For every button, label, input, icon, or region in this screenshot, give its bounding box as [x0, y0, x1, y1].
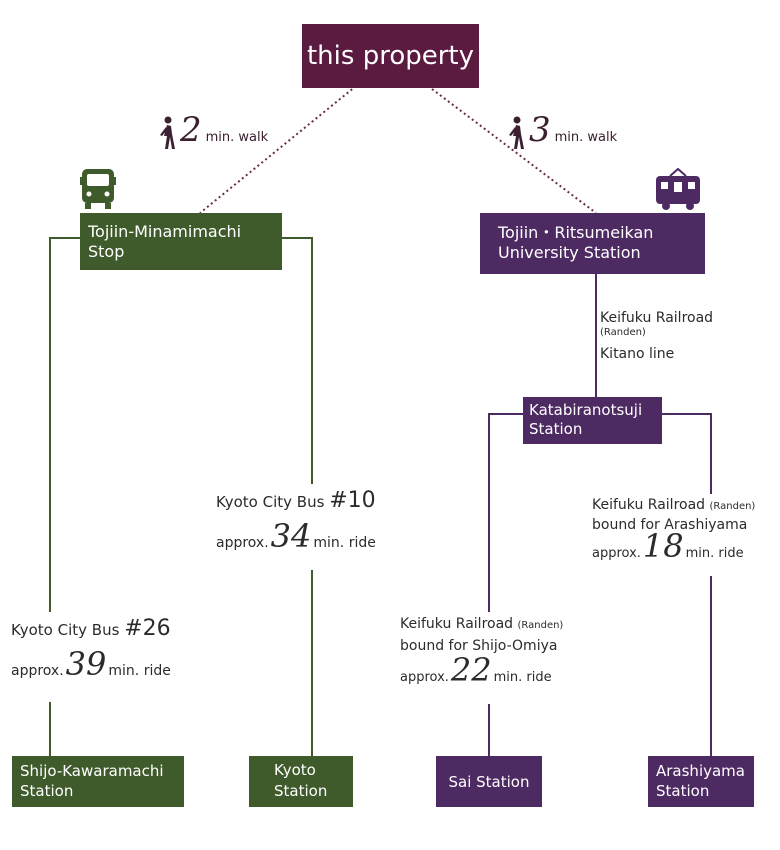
shijo-omiya-route-name: Keifuku Railroad	[400, 616, 514, 632]
shijo-kawaramachi-line2: Station	[20, 782, 74, 800]
shijo-kawaramachi-box: Shijo-Kawaramachi Station	[12, 756, 184, 807]
bus10-number: #10	[329, 488, 376, 513]
walking-person-icon	[160, 116, 175, 149]
arashiyama-route-paren: (Randen)	[709, 501, 756, 512]
kitano-line-label: Keifuku Railroad (Randen) Kitano line	[600, 309, 714, 363]
bus26-name: Kyoto City Bus	[11, 621, 125, 639]
bus10-minutes: 34	[270, 517, 312, 555]
shijo-omiya-line	[488, 413, 523, 756]
walking-person-icon	[509, 116, 524, 149]
katabiranotsuji-line2: Station	[529, 420, 583, 438]
bus-icon	[80, 169, 116, 209]
walk-line-left	[199, 85, 357, 214]
arashiyama-station-box: Arashiyama Station	[648, 756, 754, 807]
shijo-omiya-route-minutes: 22	[450, 651, 492, 689]
origin-box: this property	[302, 24, 479, 88]
sai-station-box: Sai Station	[436, 756, 542, 807]
kitano-paren: (Randen)	[600, 327, 646, 338]
bus-stop-line2: Stop	[88, 242, 125, 261]
kyoto-station-box: Kyoto Station	[249, 756, 353, 807]
kitano-line-name: Kitano line	[600, 346, 675, 362]
train-station-line2: University Station	[498, 243, 641, 262]
train-station-line1: Tojiin・Ritsumeikan	[498, 223, 654, 242]
walk-left: 2 min. walk	[158, 110, 268, 150]
walk-left-unit: min. walk	[205, 130, 269, 145]
arashiyama-route-prefix: approx.	[592, 546, 641, 561]
walk-left-minutes: 2	[180, 110, 202, 150]
bus10-suffix: min. ride	[313, 535, 376, 551]
bus-stop-box: Tojiin-Minamimachi Stop	[80, 213, 282, 270]
walk-right: 3 min. walk	[507, 110, 617, 150]
bus-stop-line1: Tojiin-Minamimachi	[88, 222, 242, 241]
arashiyama-route-minutes: 18	[642, 527, 684, 565]
arashiyama-route-bound: bound for Arashiyama	[592, 517, 748, 533]
walk-line-right	[427, 85, 597, 214]
arashiyama-station-line1: Arashiyama	[656, 762, 745, 780]
bus26-suffix: min. ride	[108, 663, 171, 679]
kyoto-station-line2: Station	[274, 782, 328, 800]
shijo-omiya-route-paren: (Randen)	[517, 620, 564, 631]
arashiyama-route-label: Keifuku Railroad (Randen) bound for Aras…	[588, 494, 773, 576]
kyoto-station-line1: Kyoto	[274, 761, 316, 779]
katabiranotsuji-box: Katabiranotsuji Station	[523, 397, 662, 444]
bus10-name: Kyoto City Bus	[216, 493, 330, 511]
arashiyama-route-name: Keifuku Railroad	[592, 497, 706, 513]
bus26-line	[49, 237, 80, 756]
bus26-number: #26	[124, 616, 171, 641]
sai-station-line1: Sai Station	[448, 772, 530, 791]
shijo-omiya-route-label: Keifuku Railroad (Randen) bound for Shij…	[396, 612, 584, 704]
shijo-omiya-route-suffix: min. ride	[493, 670, 552, 685]
bus10-prefix: approx.	[216, 535, 269, 551]
katabiranotsuji-line1: Katabiranotsuji	[529, 401, 643, 419]
arashiyama-station-line2: Station	[656, 782, 710, 800]
walk-right-unit: min. walk	[554, 130, 618, 145]
origin-title: this property	[306, 41, 474, 71]
bus26-prefix: approx.	[11, 663, 64, 679]
train-icon	[656, 168, 700, 210]
bus26-minutes: 39	[65, 645, 107, 683]
shijo-kawaramachi-line1: Shijo-Kawaramachi	[20, 762, 164, 780]
shijo-omiya-route-bound: bound for Shijo-Omiya	[400, 638, 558, 654]
walk-right-minutes: 3	[529, 110, 551, 150]
shijo-omiya-route-prefix: approx.	[400, 670, 449, 685]
train-station-box: Tojiin・Ritsumeikan University Station	[480, 213, 705, 274]
arashiyama-route-suffix: min. ride	[685, 546, 744, 561]
bus26-label: Kyoto City Bus #26 approx. 39 min. ride	[6, 612, 211, 702]
arashiyama-line	[662, 413, 712, 756]
bus10-line	[282, 237, 313, 756]
kitano-name: Keifuku Railroad	[600, 310, 714, 326]
bus10-label: Kyoto City Bus #10 approx. 34 min. ride	[210, 484, 390, 570]
